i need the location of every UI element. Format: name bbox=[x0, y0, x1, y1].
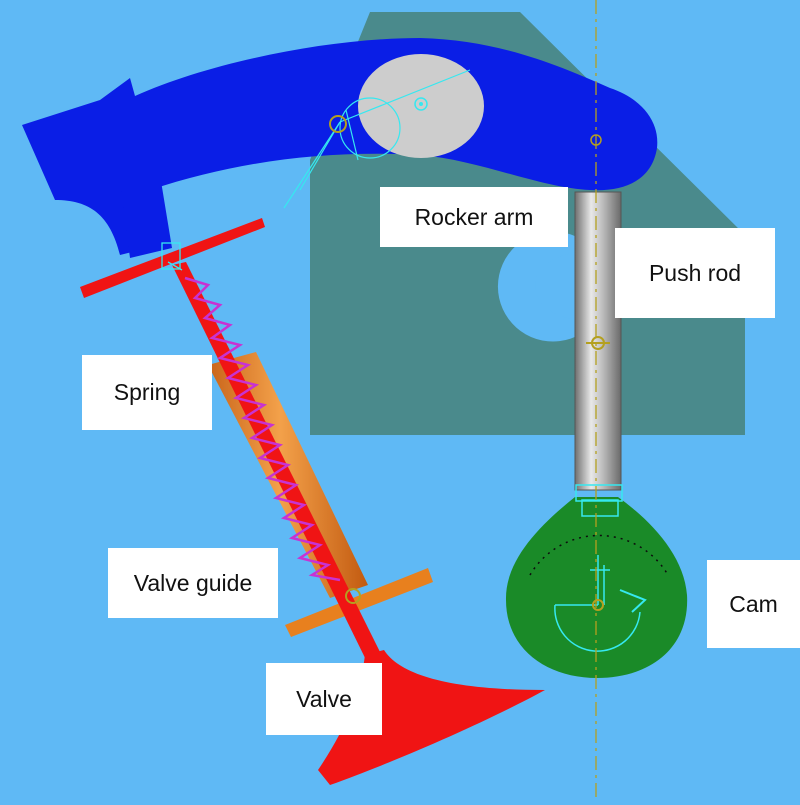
valve-guide-collar bbox=[285, 568, 433, 637]
label-valve-guide: Valve guide bbox=[108, 548, 278, 618]
label-cam: Cam bbox=[707, 560, 800, 648]
label-valve: Valve bbox=[266, 663, 382, 735]
valve-guide-marker-icon bbox=[345, 588, 361, 604]
rocker-arm-tip bbox=[120, 175, 172, 258]
pivot-center-dot bbox=[419, 102, 423, 106]
label-spring: Spring bbox=[82, 355, 212, 430]
rocker-joint-marker-icon bbox=[329, 115, 347, 133]
spring-construction-lines bbox=[161, 242, 183, 271]
spring bbox=[184, 276, 341, 582]
push-rod bbox=[574, 191, 622, 491]
rotation-arrow-icon bbox=[619, 589, 647, 613]
label-push-rod: Push rod bbox=[615, 228, 775, 318]
rocker-construction-lines bbox=[283, 69, 471, 209]
cam-center-marker-icon bbox=[592, 599, 604, 611]
label-rocker-arm: Rocker arm bbox=[380, 187, 568, 247]
pivot-marker-icon bbox=[414, 97, 428, 111]
rocker-arm bbox=[22, 38, 658, 255]
cam-construction-lines bbox=[554, 484, 641, 652]
spring-retainer bbox=[80, 218, 265, 298]
cam-dotted-arc bbox=[529, 534, 669, 576]
valve-stem bbox=[172, 262, 384, 668]
